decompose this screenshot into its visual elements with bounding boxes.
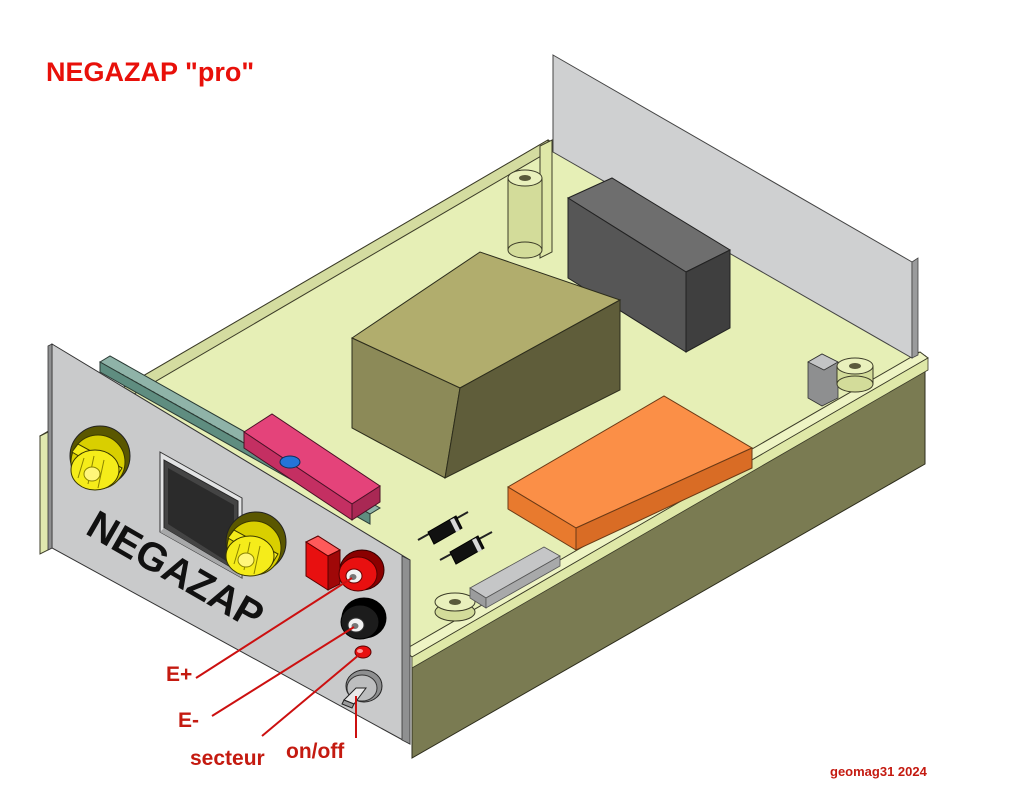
back-panel [552, 54, 919, 407]
front-panel-side [401, 555, 411, 745]
credit-text: geomag31 2024 [830, 764, 928, 779]
leader-e-minus [211, 626, 355, 717]
terminal-e-minus[interactable] [340, 597, 387, 640]
page-title: NEGAZAP "pro" [46, 57, 254, 87]
leader-mains [261, 653, 361, 737]
label-e-minus: E- [178, 709, 199, 732]
standoff-right [836, 357, 874, 393]
right-knob[interactable] [225, 511, 287, 577]
leader-e-plus [195, 577, 353, 679]
label-e-plus: E+ [166, 663, 192, 686]
power-module [566, 177, 732, 353]
front-panel-edge [47, 343, 53, 551]
standoff-back [507, 169, 543, 259]
leader-lines [195, 577, 361, 738]
left-knob[interactable] [69, 425, 131, 491]
power-switch[interactable] [341, 669, 383, 709]
diode-2 [439, 531, 493, 565]
transformer [350, 251, 622, 479]
label-power: on/off [286, 740, 345, 763]
pink-board [243, 413, 381, 521]
terminal-strip [469, 546, 561, 609]
mains-led [354, 645, 372, 659]
back-panel-edge [911, 257, 919, 359]
orange-circuit-board [507, 395, 754, 551]
lcd-display [159, 451, 243, 579]
standoff-front [434, 592, 476, 622]
label-mains: secteur [190, 747, 265, 770]
enclosure-right-lip [411, 357, 929, 669]
diode-1 [417, 511, 469, 545]
red-push-button[interactable] [304, 535, 342, 591]
terminal-e-plus[interactable] [338, 549, 385, 592]
